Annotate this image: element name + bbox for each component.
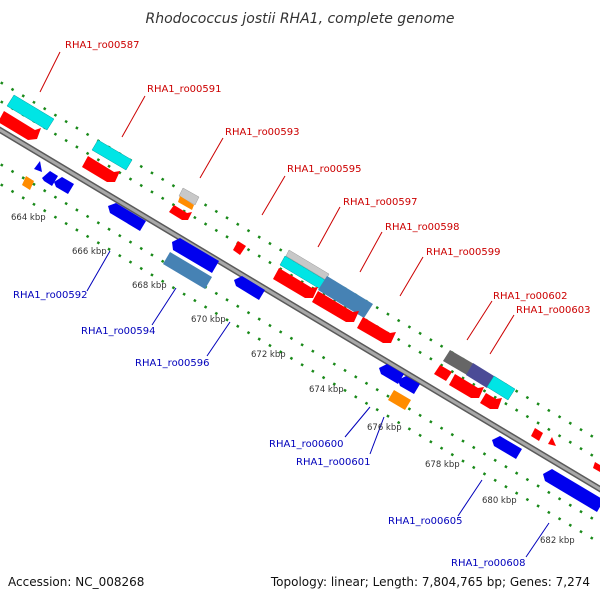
leader-ro00594 — [151, 287, 177, 326]
gene-orange[interactable] — [22, 176, 34, 190]
gene-cyan[interactable] — [486, 375, 516, 401]
gene-red-arrow[interactable] — [593, 462, 600, 472]
leader-ro00587 — [39, 51, 61, 93]
kbp-label: 668 kbp — [132, 281, 167, 291]
map-title: Rhodococcus jostii RHA1, complete genome — [145, 11, 454, 27]
gene-red-arrow[interactable] — [82, 156, 120, 182]
forward-strand-genes — [0, 94, 600, 472]
leader-ro00601 — [369, 416, 385, 455]
gene-red-arrow[interactable] — [273, 268, 318, 298]
gene-ro00595-cds[interactable] — [233, 241, 246, 255]
kbp-label: 670 kbp — [191, 315, 226, 325]
gene-label-ro00602[interactable]: RHA1_ro00602 — [493, 291, 568, 302]
gene-ro00601-cds[interactable] — [388, 390, 411, 410]
gene-label-ro00603[interactable]: RHA1_ro00603 — [516, 305, 591, 316]
gene-ro00603-navy[interactable] — [466, 363, 494, 388]
kbp-label: 674 kbp — [309, 385, 344, 395]
gene-label-ro00593[interactable]: RHA1_ro00593 — [225, 127, 300, 138]
leader-ro00591 — [121, 95, 146, 138]
gene-ro00600-cds[interactable] — [398, 376, 420, 394]
gene-label-ro00587[interactable]: RHA1_ro00587 — [65, 40, 140, 51]
kbp-label: 676 kbp — [367, 423, 402, 433]
kbp-label: 682 kbp — [540, 536, 575, 546]
gene-red-arrow[interactable] — [0, 111, 41, 140]
kbp-label: 664 kbp — [11, 213, 46, 223]
gene-label-ro00594[interactable]: RHA1_ro00594 — [81, 326, 156, 337]
reverse-strand-genes — [22, 161, 600, 512]
genome-backbone — [0, 126, 600, 493]
gene-red-arrow[interactable] — [531, 428, 543, 441]
leader-ro00596 — [206, 321, 231, 357]
gene-ro00591-cds[interactable] — [91, 139, 133, 171]
gene-label-ro00591[interactable]: RHA1_ro00591 — [147, 84, 222, 95]
gene-ro00593-grey[interactable] — [178, 187, 200, 206]
gene-label-ro00597[interactable]: RHA1_ro00597 — [343, 197, 418, 208]
leader-ro00598 — [359, 231, 383, 273]
gene-label-ro00592[interactable]: RHA1_ro00592 — [13, 290, 88, 301]
gene-red-arrow[interactable] — [434, 365, 452, 381]
leader-ro00592 — [86, 250, 111, 292]
kbp-label: 680 kbp — [482, 496, 517, 506]
gene-label-ro00605[interactable]: RHA1_ro00605 — [388, 516, 463, 527]
gene-blue-arrow[interactable] — [34, 161, 42, 172]
gene-ro00594-cds[interactable] — [163, 252, 212, 289]
leader-lines — [39, 51, 550, 558]
outer-bottom-guide — [0, 182, 600, 545]
gene-ro00599-cds[interactable] — [357, 317, 396, 343]
gene-ro00608-cds[interactable] — [543, 469, 600, 512]
accession-text: Accession: NC_008268 — [8, 575, 144, 589]
gene-label-ro00601[interactable]: RHA1_ro00601 — [296, 457, 371, 468]
gene-ro00592-cds[interactable] — [108, 203, 146, 231]
leader-ro00597 — [317, 206, 341, 248]
forward-gene-labels: RHA1_ro00587 RHA1_ro00591 RHA1_ro00593 R… — [65, 40, 591, 316]
kbp-label: 678 kbp — [425, 460, 460, 470]
leader-ro00599 — [399, 256, 424, 297]
gene-blue-arrow[interactable] — [54, 177, 74, 194]
gene-ro00587-cds[interactable] — [6, 94, 55, 131]
gene-blue-arrow[interactable] — [379, 364, 404, 384]
gene-blue-arrow[interactable] — [42, 171, 58, 186]
kbp-scale-labels: 664 kbp 666 kbp 668 kbp 670 kbp 672 kbp … — [11, 213, 575, 546]
kbp-label: 672 kbp — [251, 350, 286, 360]
gene-label-ro00599[interactable]: RHA1_ro00599 — [426, 247, 501, 258]
inner-top-guide — [0, 99, 600, 462]
gene-label-ro00608[interactable]: RHA1_ro00608 — [451, 558, 526, 569]
kbp-label: 666 kbp — [72, 247, 107, 257]
leader-ro00600 — [344, 406, 371, 438]
leader-ro00593 — [199, 137, 224, 179]
gene-label-ro00598[interactable]: RHA1_ro00598 — [385, 222, 460, 233]
gene-ro00602-grey[interactable] — [443, 350, 474, 375]
gene-red-arrow[interactable] — [480, 393, 502, 409]
gene-orange-arrow[interactable] — [178, 196, 194, 210]
gene-red-arrow[interactable] — [449, 374, 484, 398]
topology-text: Topology: linear; Length: 7,804,765 bp; … — [270, 575, 590, 589]
reverse-gene-labels: RHA1_ro00592 RHA1_ro00594 RHA1_ro00596 R… — [13, 290, 526, 569]
gene-red-arrow[interactable] — [312, 291, 359, 322]
gene-red-arrow[interactable] — [548, 437, 556, 446]
gene-label-ro00595[interactable]: RHA1_ro00595 — [287, 164, 362, 175]
gene-red-arrow[interactable] — [169, 205, 192, 220]
gene-ro00605-cds[interactable] — [492, 436, 522, 459]
gene-ro00598-steel[interactable] — [318, 276, 373, 318]
leader-ro00603 — [489, 314, 515, 355]
gene-label-ro00600[interactable]: RHA1_ro00600 — [269, 439, 344, 450]
gene-label-ro00596[interactable]: RHA1_ro00596 — [135, 358, 210, 369]
leader-ro00605 — [457, 479, 483, 517]
leader-ro00595 — [261, 175, 286, 216]
leader-ro00602 — [466, 300, 493, 341]
gene-ro00596-cds[interactable] — [234, 276, 265, 300]
inner-bottom-guide — [0, 162, 600, 525]
leader-ro00608 — [525, 522, 550, 558]
gene-blue-arrow[interactable] — [172, 238, 219, 273]
